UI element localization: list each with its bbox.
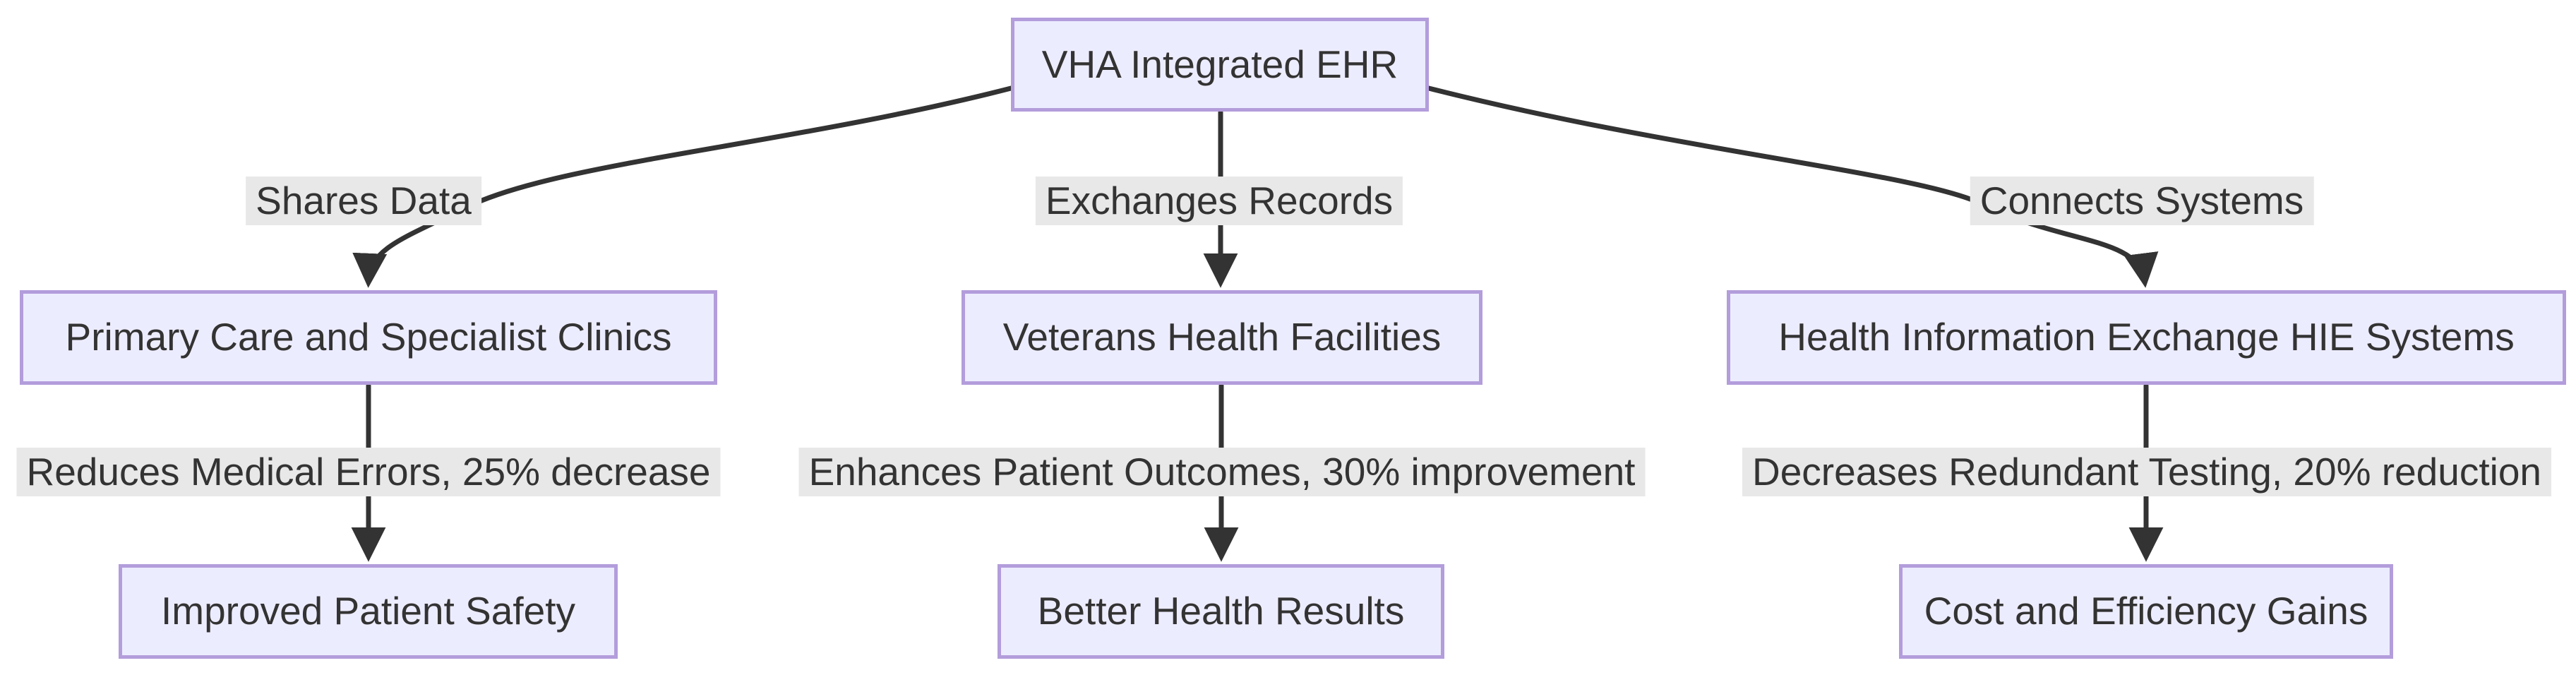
node-label: Cost and Efficiency Gains — [1924, 589, 2368, 633]
edge-label-shares-data: Shares Data — [246, 177, 481, 225]
edge-root-to-clinics — [352, 85, 1014, 288]
edge-root-to-hie — [1426, 85, 2159, 288]
node-label: Veterans Health Facilities — [1002, 315, 1442, 359]
node-label: Better Health Results — [1037, 589, 1405, 633]
edge-label-connects-systems: Connects Systems — [1970, 177, 2314, 225]
edge-label-reduces-medical-errors: Reduces Medical Errors, 25% decrease — [16, 448, 721, 496]
node-cost-and-efficiency-gains: Cost and Efficiency Gains — [1899, 564, 2393, 659]
node-improved-patient-safety: Improved Patient Safety — [119, 564, 618, 659]
node-veterans-health-facilities: Veterans Health Facilities — [961, 290, 1482, 385]
node-label: Health Information Exchange HIE Systems — [1778, 315, 2515, 359]
edge-label-exchanges-records: Exchanges Records — [1035, 177, 1403, 225]
node-vha-integrated-ehr: VHA Integrated EHR — [1011, 18, 1429, 112]
node-better-health-results: Better Health Results — [998, 564, 1444, 659]
node-primary-care-specialist-clinics: Primary Care and Specialist Clinics — [20, 290, 717, 385]
node-label: Primary Care and Specialist Clinics — [65, 315, 672, 359]
edge-label-enhances-patient-outcomes: Enhances Patient Outcomes, 30% improveme… — [798, 448, 1646, 496]
node-health-information-exchange-hie-systems: Health Information Exchange HIE Systems — [1727, 290, 2566, 385]
node-label: Improved Patient Safety — [161, 589, 575, 633]
edge-label-decreases-redundant-testing: Decreases Redundant Testing, 20% reducti… — [1742, 448, 2552, 496]
node-label: VHA Integrated EHR — [1041, 42, 1398, 86]
